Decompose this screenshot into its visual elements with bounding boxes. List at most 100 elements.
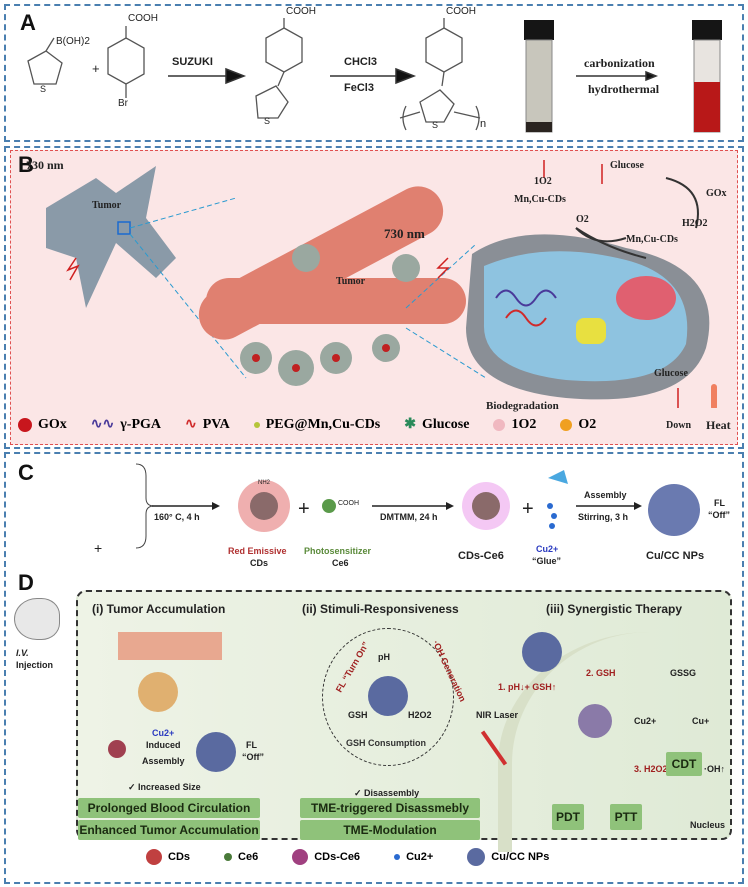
benzene-ring — [107, 37, 145, 85]
increased-size-note: ✓ Increased Size — [128, 782, 201, 792]
organelle — [616, 276, 676, 320]
off-label: “Off” — [242, 752, 264, 762]
gsh-label: GSH — [348, 710, 368, 720]
panel-b: B 730 nm Tumor Tumor 730 nm 1O2 Glucose … — [4, 146, 744, 449]
panel-a: A B(OH)2 S + COOH Br SUZUKI COOH S CHCl3… — [4, 4, 744, 142]
red-emissive-label: Red Emissive — [228, 546, 287, 556]
plus-sign: + — [522, 498, 534, 520]
sulfur-atom: S — [40, 84, 47, 94]
pdt-box: PDT — [552, 804, 584, 830]
h2o2-label: H2O2 — [408, 710, 432, 720]
ph-label: pH — [378, 652, 390, 662]
cdt-box: CDT — [666, 752, 702, 776]
benzene-ring — [265, 27, 303, 73]
injection-label: Injection — [16, 660, 54, 670]
panel-c-label: C — [18, 460, 34, 485]
plus-sign: + — [298, 498, 310, 520]
disassembling-nanoparticle — [578, 704, 612, 738]
blood-vessel — [206, 278, 466, 324]
glucose-label: Glucose — [654, 368, 688, 379]
legend-peg-cds: PEG@Mn,Cu-CDs — [253, 417, 380, 433]
down-label: Down — [666, 420, 692, 431]
legend-ce6: Ce6 — [224, 851, 258, 863]
legend-cds: CDs — [146, 849, 190, 865]
tumor-bearing-mouse-silhouette — [46, 166, 176, 308]
gssg-label: GSSG — [670, 668, 697, 678]
singlet-oxygen-label: 1O2 — [534, 176, 552, 187]
plus-sign: + — [92, 61, 100, 76]
laser-bolt-icon — [66, 257, 80, 281]
panel-d-frame: (i) Tumor Accumulation Cu2+ Induced Asse… — [76, 590, 732, 852]
boronic-acid-group: B(OH)2 — [56, 36, 90, 47]
panel-d-legend: CDs Ce6 CDs-Ce6 Cu2+ Cu/CC NPs — [146, 848, 549, 866]
tumor-label: Tumor — [336, 276, 366, 287]
section-title-stimuli-responsiveness: (ii) Stimuli-Responsiveness — [302, 602, 459, 616]
ce6-label: Ce6 — [332, 558, 349, 568]
assembly-label: Assembly — [142, 756, 185, 766]
cu-cc-nanoparticle — [522, 632, 562, 672]
prolonged-circulation-box: Prolonged Blood Circulation — [78, 798, 260, 818]
nucleus-label: Nucleus — [690, 820, 726, 830]
legend-cu-ion: Cu2+ — [394, 851, 433, 863]
cu1-label: Cu+ — [692, 716, 710, 726]
cooh-group: COOH — [128, 13, 158, 24]
section-title-synergistic-therapy: (iii) Synergistic Therapy — [546, 602, 683, 616]
plus-sign: + — [94, 540, 103, 556]
induced-label: Induced — [146, 740, 181, 750]
mncu-cds-label: Mn,Cu-CDs — [626, 234, 678, 245]
stimuli-cycle — [322, 628, 454, 766]
mouse-icon — [14, 598, 60, 640]
glucose-label: Glucose — [610, 160, 644, 171]
disassembly-note: ✓ Disassembly — [354, 788, 420, 798]
thiophene-ring — [27, 50, 63, 85]
vial-after — [692, 20, 722, 133]
reaction-condition-2: DMTMM, 24 h — [380, 512, 438, 522]
repeat-n: n — [480, 118, 487, 130]
assembly-label: Assembly — [584, 490, 627, 500]
tumor-cells — [138, 672, 178, 712]
cds-ce6-particle — [108, 740, 126, 758]
carbonization-label: carbonization — [584, 56, 655, 70]
ce6-molecule — [322, 499, 336, 513]
panel-b-legend: GOx ∿∿γ-PGA ∿PVA PEG@Mn,Cu-CDs ✱Glucose … — [18, 416, 596, 433]
cu-ion-label: Cu2+ — [536, 544, 559, 554]
cooh-group: COOH — [338, 500, 359, 507]
legend-oxygen: O2 — [560, 417, 596, 433]
panel-c-d: C + 160° C, 4 h NH2 + COOH DMTMM, 24 h +… — [4, 452, 744, 884]
oxygen-label: O2 — [576, 214, 589, 225]
photosensitizer-label: Photosensitizer — [304, 546, 372, 556]
stirring-label: Stirring, 3 h — [578, 512, 629, 522]
cu-cc-nps-label: Cu/CC NPs — [646, 550, 705, 562]
step-1-label: 1. pH↓+ GSH↑ — [498, 682, 557, 692]
cooh-group: COOH — [446, 6, 476, 17]
amine-group: NH2 — [258, 480, 271, 486]
section-title-tumor-accumulation: (i) Tumor Accumulation — [92, 602, 226, 616]
laser-wavelength: 730 nm — [26, 158, 64, 172]
iv-label: I.V. — [16, 648, 29, 658]
legend-cu-cc-nps: Cu/CC NPs — [467, 848, 549, 866]
glue-bottle-icon — [548, 470, 568, 484]
panel-b-drawing — [46, 160, 717, 408]
hydrothermal-label: hydrothermal — [588, 82, 660, 96]
cu-cc-nanoparticle — [368, 676, 408, 716]
off-label: “Off” — [708, 510, 730, 520]
bromo-group: Br — [118, 98, 128, 109]
gsh-consumption-label: GSH Consumption — [346, 738, 426, 748]
cu-cc-nanoparticle — [648, 484, 700, 536]
legend-gox: GOx — [18, 417, 67, 433]
cooh-group: COOH — [286, 6, 316, 17]
cds-ce6-particle — [472, 492, 500, 520]
legend-cds-ce6: CDs-Ce6 — [292, 849, 360, 865]
tumor-accumulation-box: Enhanced Tumor Accumulation — [78, 820, 260, 840]
suzuki-label: SUZUKI — [172, 56, 213, 68]
gox-label: GOx — [706, 188, 727, 199]
legend-pva: ∿PVA — [185, 416, 230, 433]
tumor-label: Tumor — [92, 200, 122, 211]
vial-before — [524, 20, 554, 133]
panel-c-drawing — [135, 463, 700, 549]
h2o2-label: H2O2 — [682, 218, 708, 229]
fl-label: FL — [246, 740, 257, 750]
reaction-condition-1: 160° C, 4 h — [154, 512, 200, 522]
step-3-label: 3. H2O2 — [634, 764, 668, 774]
